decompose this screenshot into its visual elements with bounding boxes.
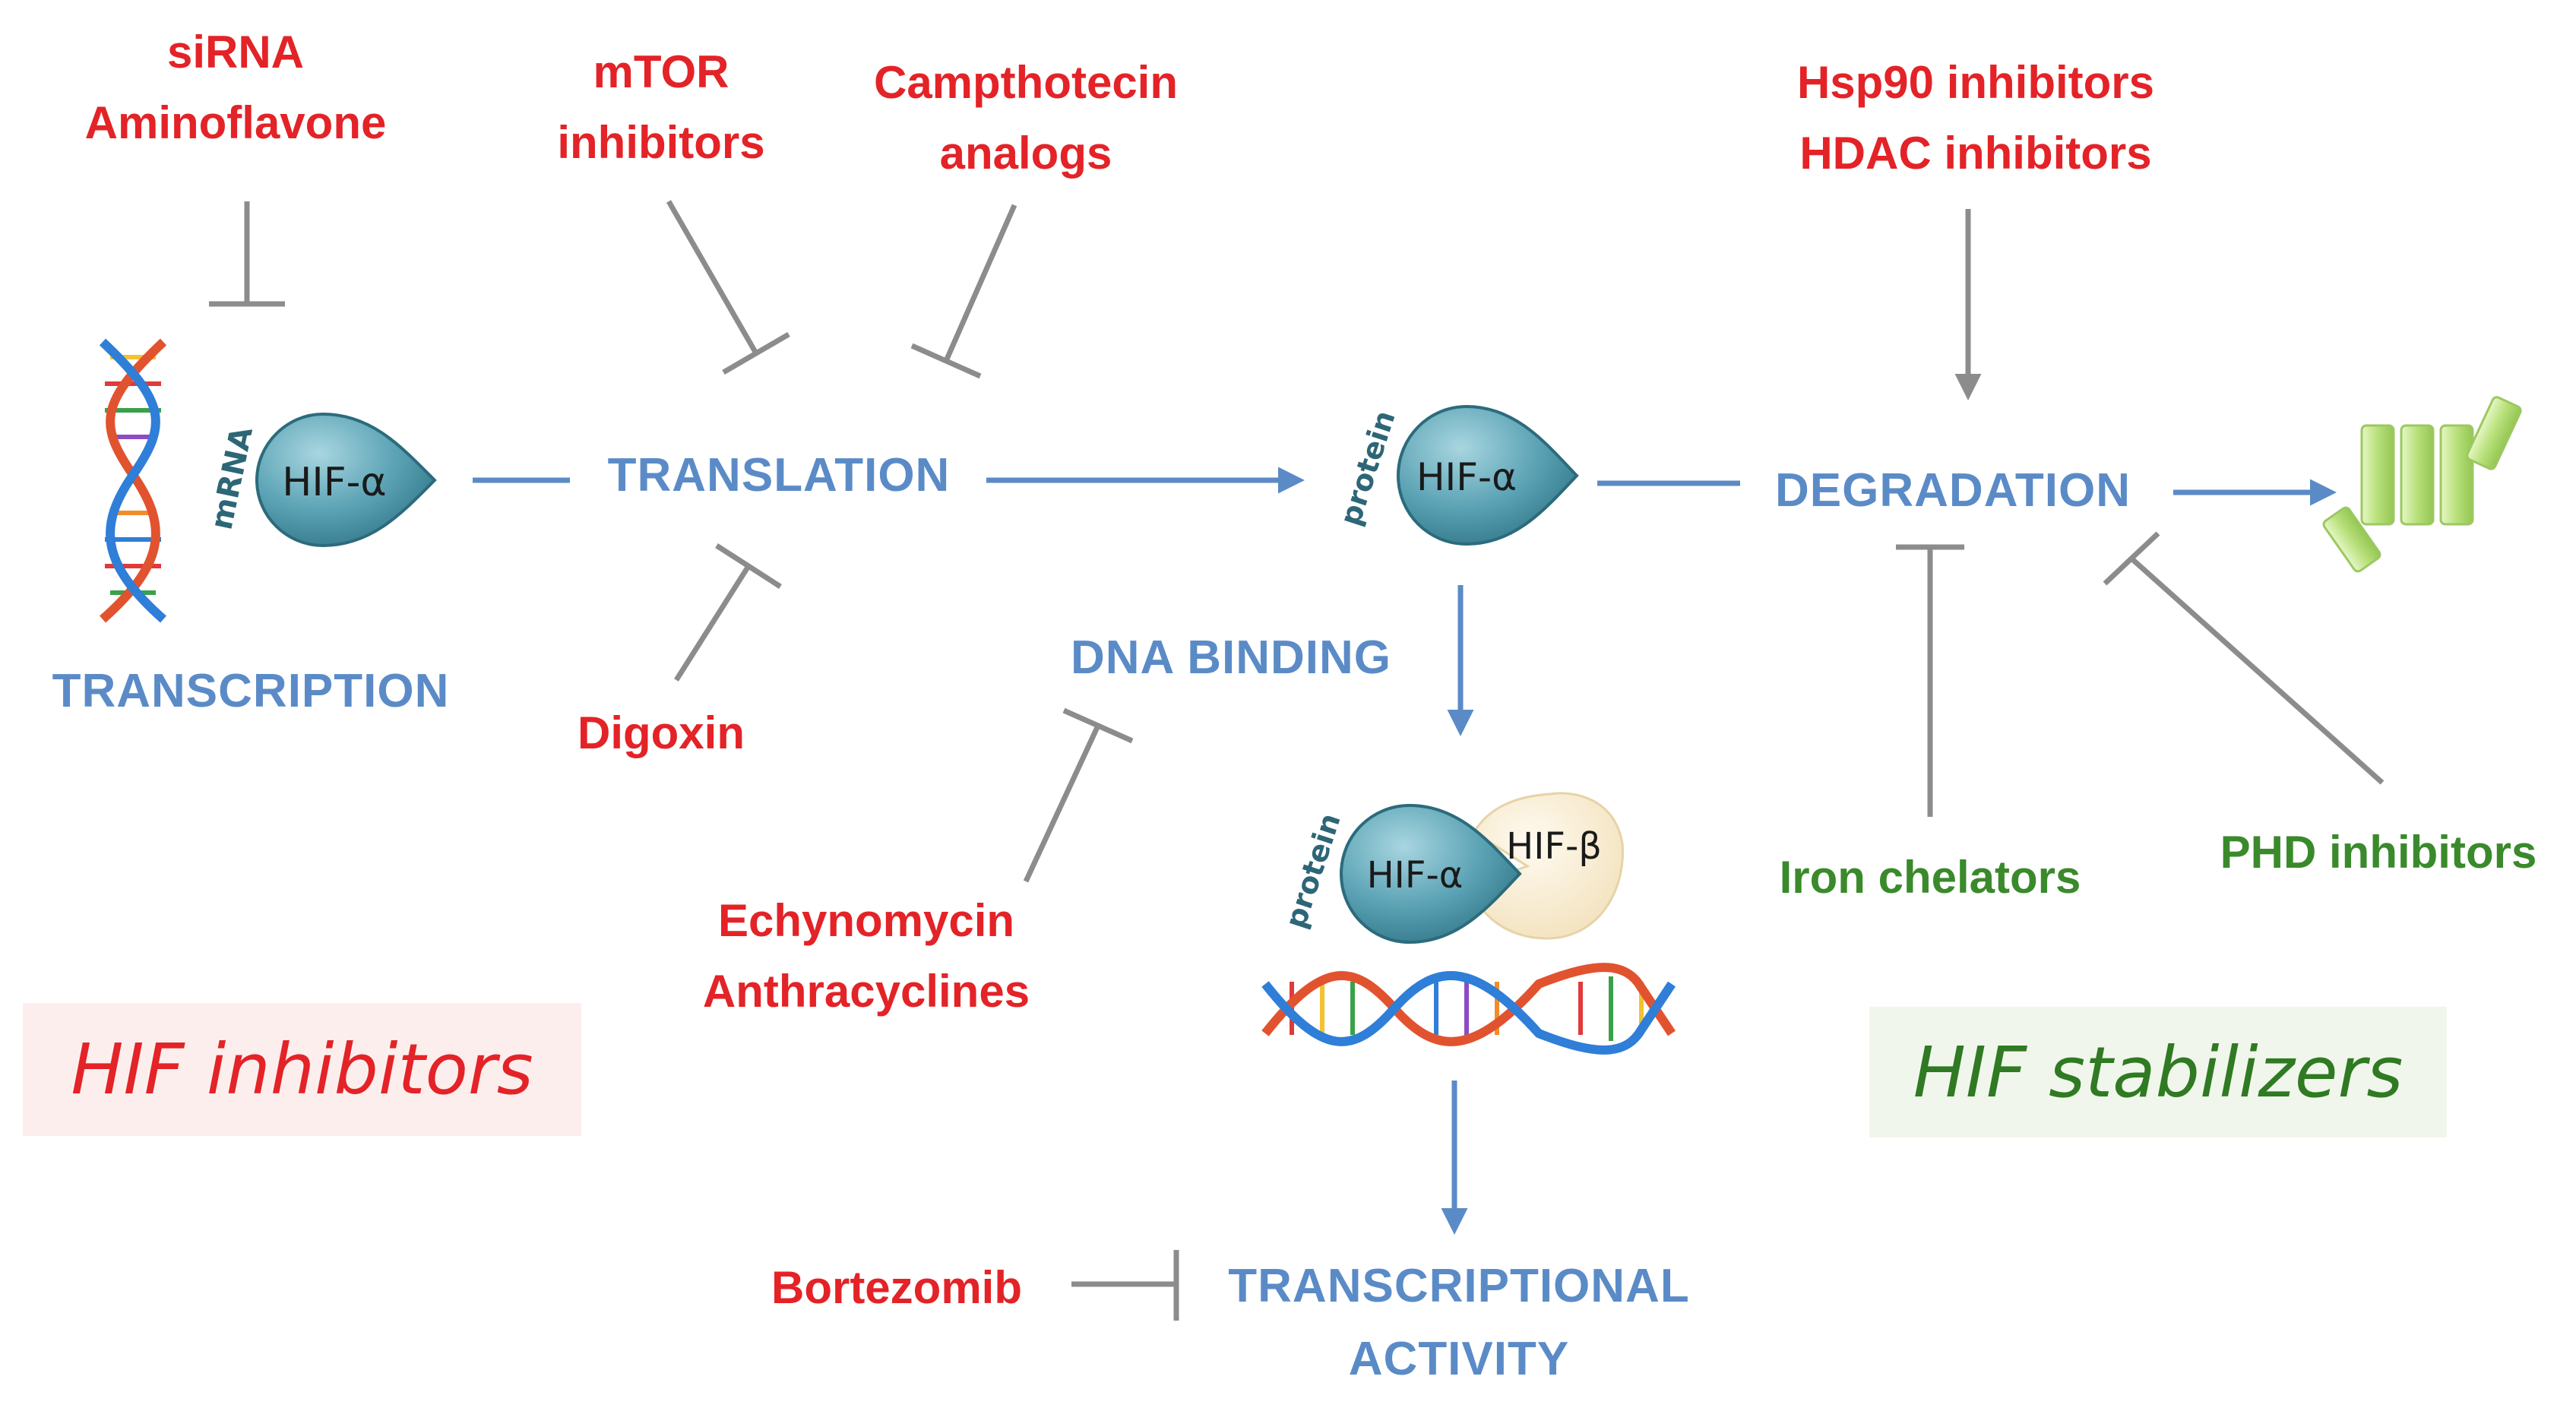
mtor-inhibitors-label: mTOR inhibitors — [471, 36, 851, 178]
echynomycin-anthracyclines-label: Echynomycin Anthracyclines — [631, 885, 1102, 1027]
hif-alpha-protein-molecule: HIF-α protein — [1334, 404, 1579, 546]
protein-tag-center: protein — [1334, 407, 1402, 530]
sirna-aminoflavone-label: siRNA Aminoflavone — [23, 17, 448, 158]
mrna-tag: mRNA — [204, 424, 260, 533]
hif-alpha-label-protein: HIF-α — [1416, 455, 1517, 499]
phd-inhibitors-label: PHD inhibitors — [2220, 827, 2537, 878]
phd-inhibition-bar — [2103, 531, 2160, 586]
hdac-text: HDAC inhibitors — [1799, 128, 2152, 179]
mtor-inhibition-line — [666, 200, 759, 355]
hif-inhibitors-legend: HIF inhibitors — [23, 1003, 581, 1136]
sirna-text: siRNA — [166, 27, 305, 78]
transcription-label: TRANSCRIPTION — [52, 665, 450, 717]
hif-alpha-label-complex: HIF-α — [1367, 854, 1464, 897]
hif-alpha-mrna-molecule: HIF-α mRNA — [204, 412, 437, 548]
degradation-label: DEGRADATION — [1775, 464, 2131, 517]
dna-binding-label: DNA BINDING — [1070, 631, 1392, 684]
mtor-text: mTOR — [593, 46, 729, 97]
echino-inhibition-bar — [1062, 707, 1134, 744]
mtor-inhibitors-text: inhibitors — [557, 117, 765, 168]
digoxin-label: Digoxin — [578, 707, 745, 758]
dna-helix-vertical — [99, 338, 167, 623]
campto-inhibition-bar — [910, 343, 982, 379]
hif-alpha-shape-mrna — [255, 412, 437, 548]
hif-alpha-shape-protein — [1396, 404, 1579, 546]
echynomycin-text: Echynomycin — [717, 895, 1015, 946]
hif-alpha-label-mrna: HIF-α — [282, 460, 386, 505]
protein-tag-complex: protein — [1279, 809, 1347, 932]
digoxin-inhibition-line — [674, 565, 751, 682]
aminoflavone-text: Aminoflavone — [84, 97, 387, 148]
iron-chelators-label: Iron chelators — [1779, 852, 2081, 903]
hif-beta-label: HIF-β — [1506, 825, 1602, 868]
hsp90-text: Hsp90 inhibitors — [1796, 57, 2155, 108]
hif-complex-on-dna: HIF-β HIF-α protein — [1261, 792, 1676, 1055]
echino-inhibition-line — [1023, 724, 1101, 883]
campto-inhibition-line — [943, 204, 1017, 362]
translation-label: TRANSLATION — [607, 449, 951, 502]
transcriptional-activity-label: TRANSCRIPTIONAL ACTIVITY — [1193, 1250, 1725, 1396]
dna-helix-horizontal — [1261, 963, 1676, 1055]
connector-lines — [209, 200, 2385, 1321]
phd-inhibition-line — [2129, 556, 2385, 785]
digoxin-inhibition-bar — [715, 543, 782, 589]
hif-alpha-shape-complex — [1339, 803, 1522, 944]
hsp90-hdac-label: Hsp90 inhibitors HDAC inhibitors — [1710, 47, 2242, 188]
campthotecin-text: Campthotecin — [873, 57, 1179, 108]
analogs-text: analogs — [939, 128, 1112, 179]
anthracyclines-text: Anthracyclines — [702, 966, 1030, 1017]
mtor-inhibition-bar — [722, 331, 790, 375]
proteasome-icon — [2322, 396, 2522, 573]
process-flow-lines — [473, 467, 2337, 1235]
hif-beta-shape — [1469, 792, 1624, 940]
bortezomib-label: Bortezomib — [771, 1262, 1022, 1313]
activity-text: ACTIVITY — [1348, 1333, 1570, 1386]
hif-stabilizers-legend: HIF stabilizers — [1869, 1007, 2447, 1137]
transcriptional-text: TRANSCRIPTIONAL — [1228, 1260, 1690, 1312]
campthotecin-label: Campthotecin analogs — [805, 47, 1246, 188]
